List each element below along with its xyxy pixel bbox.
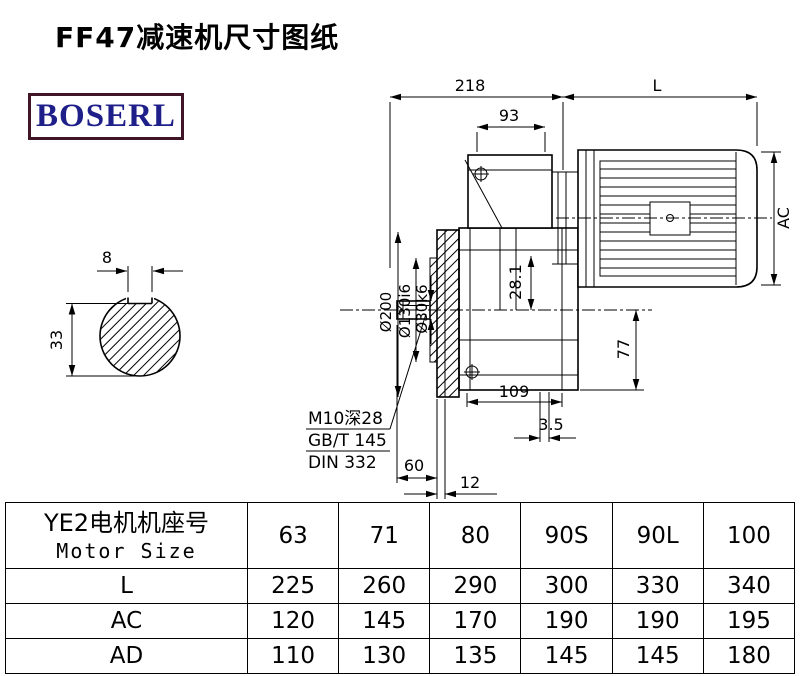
gearbox-housing — [458, 154, 579, 391]
dim-diameters: Ø200 Ø130i6 Ø30k6 — [377, 232, 435, 397]
bolt-boss-circles — [464, 166, 489, 380]
dim-d130-label: Ø130i6 — [396, 284, 414, 338]
dim-28-1: 28.1 — [506, 256, 535, 310]
value-cell: 145 — [520, 638, 613, 674]
output-flange — [429, 229, 460, 398]
dim-93-label: 93 — [499, 106, 519, 125]
dim-28-1-label: 28.1 — [506, 264, 525, 300]
shaft-section-view: 8 33 — [47, 248, 183, 377]
value-cell: 260 — [338, 568, 431, 604]
value-cell: 190 — [611, 603, 704, 639]
dim-33-label: 33 — [47, 330, 66, 350]
motor-size-header-cn: YE2电机机座号 — [43, 508, 210, 537]
dim-L: L — [563, 76, 758, 146]
row-label-AC: AC — [5, 603, 248, 639]
dim-218: 218 — [389, 76, 564, 268]
motor-size-header: YE2电机机座号 Motor Size — [5, 502, 248, 569]
shaft-thread-notes: M10深28 GB/T 145 DIN 332 — [306, 313, 427, 473]
row-label-AD: AD — [5, 638, 248, 674]
dim-d200-label: Ø200 — [377, 292, 395, 332]
value-cell: 195 — [702, 603, 796, 639]
note-din-standard: DIN 332 — [308, 453, 377, 473]
boserl-logo: BOSERL — [28, 93, 184, 140]
table-row-AD: AD 110 130 135 145 145 180 — [5, 638, 796, 674]
size-col-63: 63 — [246, 502, 340, 569]
dim-8-label: 8 — [102, 248, 112, 267]
value-cell: 135 — [429, 638, 522, 674]
page-title: FF47减速机尺寸图纸 — [55, 21, 340, 54]
dim-77: 77 — [580, 310, 644, 391]
value-cell: 225 — [246, 568, 340, 604]
dimension-table: YE2电机机座号 Motor Size 63 71 80 90S 90L 100… — [5, 502, 796, 674]
dim-3-5-label: 3.5 — [538, 415, 563, 434]
dim-shaft-height: 33 — [47, 303, 140, 377]
dim-AC-label: AC — [774, 207, 793, 229]
size-col-90s: 90S — [520, 502, 613, 569]
value-cell: 300 — [520, 568, 613, 604]
motor-size-header-en: Motor Size — [56, 539, 197, 564]
dim-77-label: 77 — [614, 339, 633, 359]
note-thread: M10深28 — [308, 409, 383, 429]
value-cell: 130 — [338, 638, 431, 674]
value-cell: 120 — [246, 603, 340, 639]
value-cell: 145 — [338, 603, 431, 639]
note-gb-standard: GB/T 145 — [308, 431, 387, 451]
leader-line — [389, 313, 427, 430]
size-col-80: 80 — [429, 502, 522, 569]
dim-3-5: 3.5 — [514, 392, 576, 442]
value-cell: 290 — [429, 568, 522, 604]
table-header-row: YE2电机机座号 Motor Size 63 71 80 90S 90L 100 — [5, 502, 796, 569]
size-col-71: 71 — [338, 502, 431, 569]
dim-109-label: 109 — [499, 382, 530, 401]
value-cell: 170 — [429, 603, 522, 639]
size-col-90l: 90L — [611, 502, 704, 569]
value-cell: 180 — [702, 638, 796, 674]
dim-L-label: L — [653, 76, 662, 95]
dim-109: 109 — [466, 382, 563, 407]
dim-keyway-width: 8 — [97, 248, 183, 292]
centerlines — [340, 217, 772, 311]
dim-d30-label: Ø30k6 — [413, 284, 431, 333]
table-row-L: L 225 260 290 300 330 340 — [5, 568, 796, 604]
value-cell: 340 — [702, 568, 796, 604]
dim-12: 12 — [404, 399, 497, 499]
dim-12-label: 12 — [460, 473, 480, 492]
value-cell: 145 — [611, 638, 704, 674]
table-row-AC: AC 120 145 170 190 190 195 — [5, 603, 796, 639]
value-cell: 110 — [246, 638, 340, 674]
row-label-L: L — [5, 568, 248, 604]
dim-93: 93 — [476, 106, 546, 152]
value-cell: 190 — [520, 603, 613, 639]
dim-60-label: 60 — [404, 456, 424, 475]
value-cell: 330 — [611, 568, 704, 604]
dim-AC: AC — [761, 151, 793, 286]
size-col-100: 100 — [702, 502, 796, 569]
dim-218-label: 218 — [455, 76, 486, 95]
motor-body — [577, 149, 758, 288]
dim-60: 60 — [396, 325, 437, 483]
